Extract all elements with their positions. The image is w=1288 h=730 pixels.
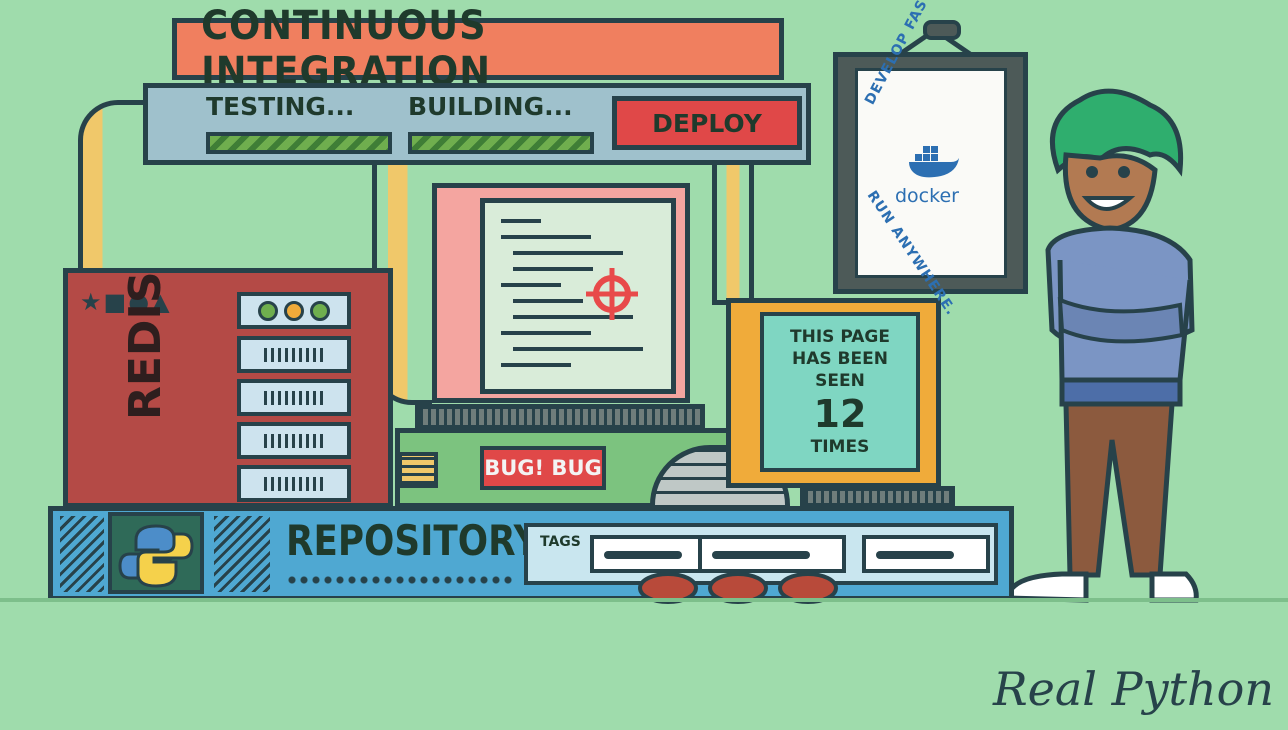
python-logo-tile [108, 512, 204, 594]
rack-unit [237, 422, 351, 459]
python-logo-icon [118, 524, 194, 588]
tags-label: TAGS [540, 534, 581, 550]
bug-display: BUG! BUG [480, 446, 606, 490]
rack-unit [237, 465, 351, 502]
tag-slot [862, 535, 990, 573]
visit-count: 12 [813, 392, 867, 436]
real-python-logo: Real Python [993, 662, 1274, 716]
counter-line-1: THIS PAGE [790, 327, 890, 347]
bug-connector [398, 452, 438, 488]
ci-title: CONTINUOUS INTEGRATION [201, 3, 491, 95]
redis-shape-icons: ★■●▲ [80, 288, 172, 316]
docker-brand-text: docker [895, 185, 959, 207]
rack-unit [237, 379, 351, 416]
redis-label: REDIS [120, 271, 171, 420]
counter-line-3: SEEN [815, 371, 865, 391]
repo-vent-right [214, 516, 270, 592]
poster-hanger-icon [898, 20, 972, 57]
counter-base [800, 486, 955, 508]
ci-title-banner: CONTINUOUS INTEGRATION [172, 3, 784, 95]
ground-line [0, 598, 1288, 602]
repository-label: REPOSITORY [286, 516, 540, 565]
docker-whale-icon [909, 146, 959, 178]
stage-testing-label: TESTING... [206, 92, 355, 121]
repo-vent-left [60, 516, 104, 592]
monitor-stand [415, 404, 705, 430]
code-screen [480, 198, 676, 394]
squashed-bugs-icon [638, 572, 838, 604]
testing-progress-bar [206, 132, 392, 154]
developer-character-icon [1005, 88, 1199, 603]
tag-slot [698, 535, 846, 573]
rack-unit [237, 336, 351, 373]
building-progress-bar [408, 132, 594, 154]
repo-dot-row [286, 576, 512, 584]
counter-line-2: HAS BEEN [792, 349, 888, 369]
left-cable [78, 100, 148, 272]
counter-line-4: TIMES [810, 437, 870, 457]
visit-counter-screen: THIS PAGE HAS BEEN SEEN 12 TIMES [760, 312, 920, 472]
rack-status-lights [237, 292, 351, 329]
deploy-button[interactable]: DEPLOY [612, 96, 802, 150]
right-cable [712, 165, 754, 305]
crosshair-icon [586, 268, 638, 320]
stage-building-label: BUILDING... [408, 92, 573, 121]
